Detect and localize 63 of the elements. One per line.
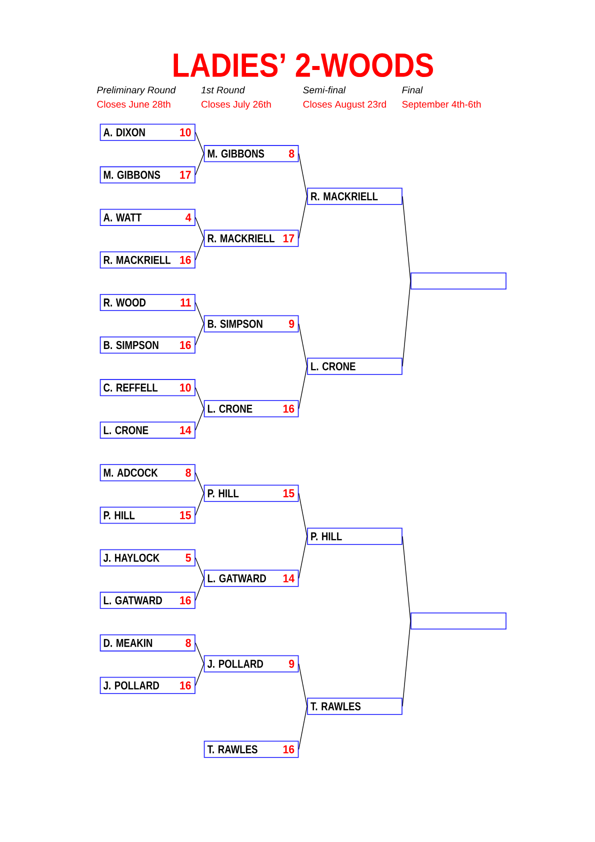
connector-line xyxy=(195,323,204,346)
score: 11 xyxy=(180,298,191,306)
score: 15 xyxy=(283,489,294,498)
connector-line xyxy=(195,387,204,410)
score: 8 xyxy=(186,468,191,477)
empty-box xyxy=(410,612,506,630)
column-heading: Preliminary Round xyxy=(97,86,176,96)
connector-line xyxy=(195,557,204,579)
closing-date: Closes August 23rd xyxy=(303,100,386,110)
connector-line xyxy=(195,663,204,686)
closing-date: September 4th-6th xyxy=(402,100,481,110)
title: LADIES’ 2-WOODS xyxy=(174,53,433,78)
connector-line xyxy=(298,153,308,197)
connector-line xyxy=(402,196,411,282)
score: 8 xyxy=(186,638,191,647)
closing-date: Closes June 28th xyxy=(97,100,170,108)
score: 15 xyxy=(180,511,191,520)
connector-line xyxy=(195,642,204,664)
score: 16 xyxy=(180,256,191,264)
score: 14 xyxy=(180,426,192,434)
connector-line xyxy=(298,492,308,537)
score: 16 xyxy=(180,596,191,604)
connector-line xyxy=(195,492,204,516)
score: 4 xyxy=(186,213,192,222)
name-box: T. RAWLES xyxy=(307,698,402,715)
score: 10 xyxy=(180,384,191,392)
score: 17 xyxy=(283,234,294,242)
empty-box xyxy=(410,272,506,290)
connector-line xyxy=(195,408,204,430)
connector-line xyxy=(298,536,308,579)
score: 16 xyxy=(283,404,294,413)
score: 10 xyxy=(180,128,191,136)
score: 16 xyxy=(180,681,191,690)
score: 5 xyxy=(186,554,191,562)
connector-line xyxy=(402,280,411,367)
name-box: P. HILL xyxy=(307,528,402,545)
connector-line xyxy=(195,472,204,494)
column-heading: Semi-final xyxy=(303,86,346,94)
name-box: R. MACKRIELL xyxy=(307,188,402,205)
connector-line xyxy=(195,578,204,601)
connector-line xyxy=(298,706,308,750)
score: 17 xyxy=(180,170,191,179)
connector-line xyxy=(195,132,204,154)
connector-line xyxy=(298,366,308,410)
score: 14 xyxy=(283,574,294,582)
connector-line xyxy=(298,663,308,707)
column-heading: 1st Round xyxy=(201,86,245,94)
score: 8 xyxy=(289,150,294,158)
name-box: L. CRONE xyxy=(307,358,402,375)
connector-line xyxy=(195,238,204,260)
score: 9 xyxy=(289,660,294,668)
connector-line xyxy=(402,536,411,622)
connector-line xyxy=(298,323,308,367)
connector-line xyxy=(195,217,204,239)
connector-line xyxy=(402,620,411,707)
column-heading: Final xyxy=(402,86,423,94)
connector-line xyxy=(195,302,204,324)
score: 16 xyxy=(283,745,294,754)
connector-line xyxy=(195,153,204,176)
connector-line xyxy=(298,196,308,239)
score: 16 xyxy=(180,340,191,350)
closing-date: Closes July 26th xyxy=(202,100,271,110)
score: 9 xyxy=(289,320,294,328)
